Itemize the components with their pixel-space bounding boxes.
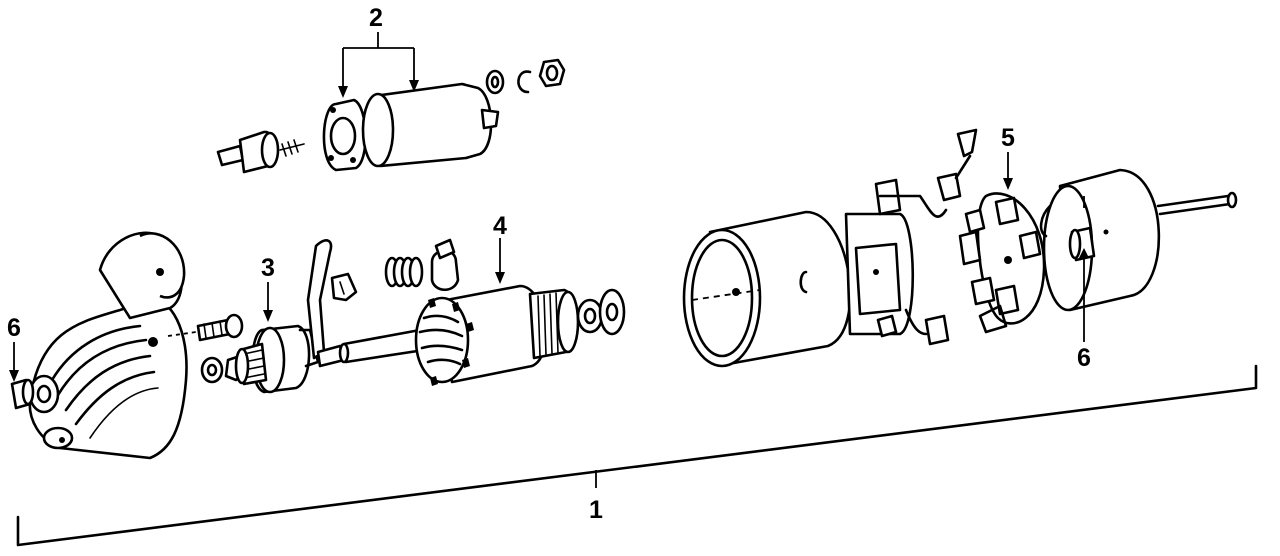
solenoid-body xyxy=(361,82,500,168)
lock-clip xyxy=(517,70,532,94)
brush-holder-plate xyxy=(958,152,1046,334)
solenoid-flange xyxy=(322,98,367,172)
pivot-bolt xyxy=(167,313,244,342)
field-frame xyxy=(682,128,978,368)
washer-ring xyxy=(485,69,505,95)
return-spring xyxy=(384,238,460,292)
solenoid-plunger xyxy=(216,130,305,174)
callout-1: 1 xyxy=(589,496,603,524)
assembly-bracket xyxy=(16,364,1258,547)
callout-6-right: 6 xyxy=(1077,344,1091,372)
callout-2: 2 xyxy=(369,4,383,32)
callout-3: 3 xyxy=(261,254,275,282)
bushing-left xyxy=(9,342,35,410)
commutator-end-frame xyxy=(1039,168,1161,312)
drive-end-housing xyxy=(28,231,188,460)
through-bolt xyxy=(1156,191,1238,216)
callout-6-left: 6 xyxy=(7,314,21,342)
shift-pivot-clip xyxy=(330,272,358,302)
callout-5: 5 xyxy=(1001,124,1015,152)
bushing-right-leader xyxy=(1079,248,1089,342)
solenoid-assembly xyxy=(216,32,566,174)
shift-lever xyxy=(306,239,333,360)
armature-shaft xyxy=(316,328,426,368)
starter-drive-clutch xyxy=(234,282,320,394)
terminal-nut xyxy=(538,58,566,88)
armature xyxy=(414,238,626,386)
callout-4: 4 xyxy=(493,212,507,240)
